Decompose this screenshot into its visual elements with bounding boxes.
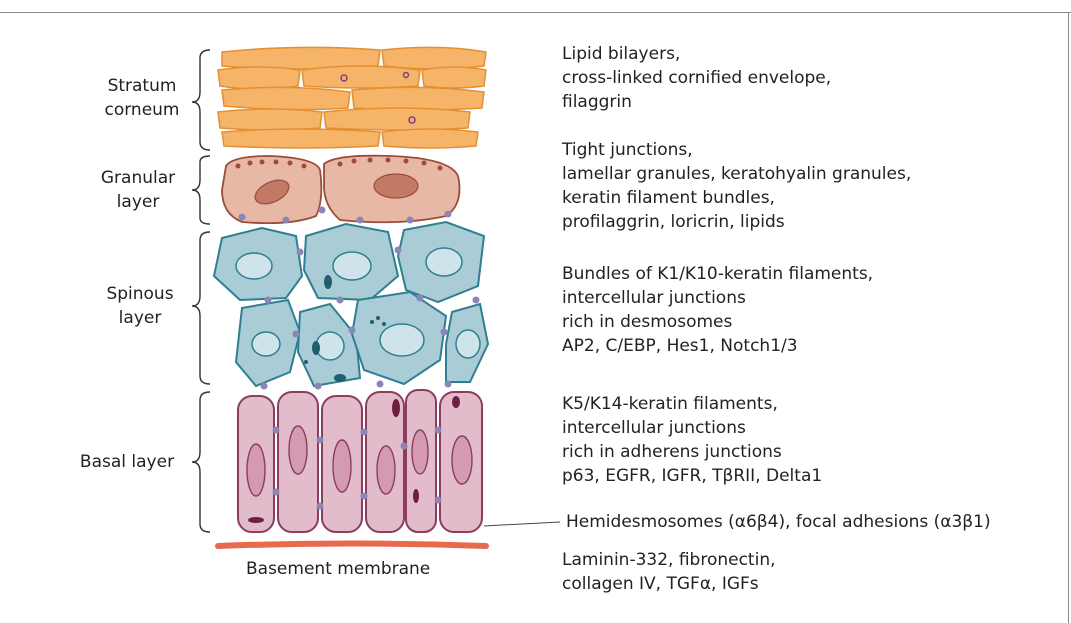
basement-membrane bbox=[218, 544, 486, 547]
brace-spinous bbox=[192, 232, 210, 384]
brace-basal bbox=[192, 392, 210, 532]
basal-cells bbox=[238, 390, 482, 532]
hemidesmosome-pointer bbox=[484, 522, 560, 526]
brace-granular bbox=[192, 156, 210, 224]
stratum-corneum-cells bbox=[218, 47, 486, 148]
spinous-cells bbox=[214, 222, 488, 386]
brace-corneum bbox=[192, 50, 210, 150]
layer-braces bbox=[192, 50, 210, 532]
